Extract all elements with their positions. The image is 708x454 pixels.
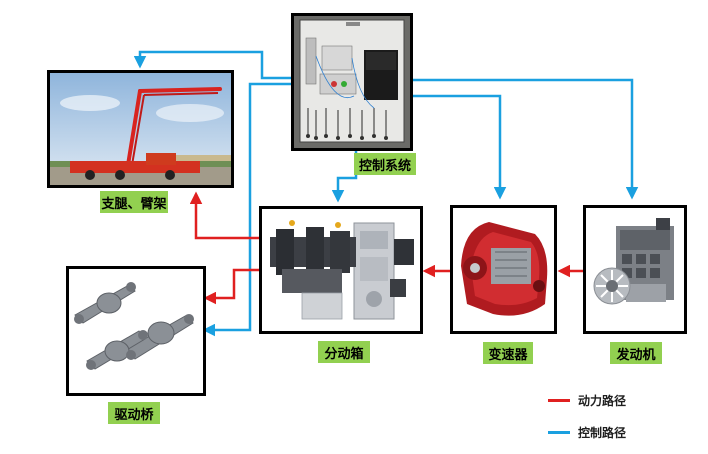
engine-image xyxy=(583,205,687,334)
control-system-image xyxy=(291,13,413,151)
outrigger-boom-image xyxy=(47,70,234,188)
legend-control-path: 控制路径 xyxy=(548,424,626,441)
control-system-label: 控制系统 xyxy=(354,153,416,175)
outrigger-boom-label: 支腿、臂架 xyxy=(100,191,168,213)
legend-control-swatch xyxy=(548,431,570,434)
power-line-to-outrigger xyxy=(189,191,262,240)
gearbox-image xyxy=(450,205,557,334)
transfer-case-image xyxy=(259,206,423,334)
drive-axle-image xyxy=(66,266,206,396)
transfer-case-label: 分动箱 xyxy=(318,341,370,363)
legend-power-label: 动力路径 xyxy=(578,394,627,408)
legend-power-swatch xyxy=(548,399,570,402)
drive-axle-label: 驱动桥 xyxy=(108,402,160,424)
control-line-to-gearbox xyxy=(410,94,507,200)
power-line-to-axle xyxy=(203,268,262,305)
control-line-to-outrigger xyxy=(133,50,294,80)
control-line-to-axle xyxy=(202,82,294,337)
legend-control-label: 控制路径 xyxy=(578,426,627,440)
gearbox-label: 变速器 xyxy=(483,342,533,364)
control-line-to-engine xyxy=(410,78,639,200)
engine-label: 发动机 xyxy=(610,342,662,364)
legend-power-path: 动力路径 xyxy=(548,392,626,409)
